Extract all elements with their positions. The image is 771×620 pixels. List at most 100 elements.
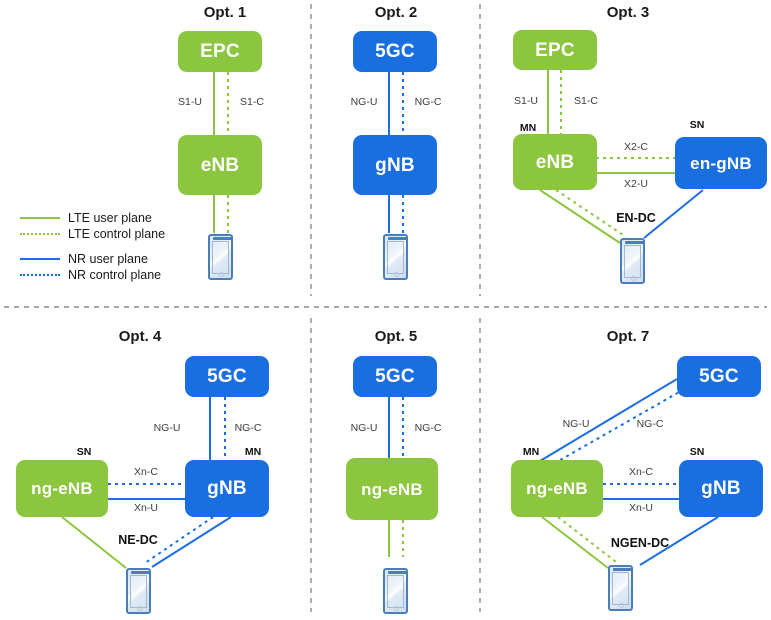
ue-device-opt5[interactable] — [383, 568, 408, 614]
interface-label-ngc-opt4: NG-C — [234, 422, 262, 434]
ue-device-opt2[interactable] — [383, 234, 408, 280]
ue-home-button-icon — [631, 276, 636, 281]
node-label: ng-eNB — [31, 479, 93, 498]
dc-label-ne-dc-opt4: NE-DC — [118, 533, 158, 547]
role-label-mn-opt3: MN — [519, 122, 537, 134]
node-en-gnb-opt3[interactable]: en-gNB — [675, 137, 767, 189]
role-label-sn-opt7: SN — [689, 446, 705, 458]
node-label: 5GC — [699, 366, 739, 387]
interface-label-s1u-opt3: S1-U — [514, 95, 538, 107]
node-label: eNB — [200, 154, 240, 176]
panel-title-opt4: Opt. 4 — [118, 328, 162, 345]
node-enb-opt3[interactable]: eNB — [513, 134, 597, 190]
ue-screen-icon — [612, 572, 629, 605]
interface-label-xnc-opt7: Xn-C — [629, 466, 653, 478]
node-enb-opt1[interactable]: eNB — [178, 135, 262, 195]
link-ngenb-5gc-ngu — [534, 378, 678, 465]
link-ngenb-ue-control — [557, 516, 617, 563]
link-gnb-ue-user — [639, 516, 719, 566]
interface-label-ngc-opt2: NG-C — [414, 96, 442, 108]
opt5-links — [388, 397, 404, 557]
opt7-links — [534, 378, 719, 569]
dc-label-en-dc-opt3: EN-DC — [616, 211, 656, 225]
interface-label-s1c-opt1: S1-C — [240, 96, 264, 108]
ue-speaker-icon — [131, 571, 149, 574]
interface-label-ngu-opt7: NG-U — [562, 418, 590, 430]
node-ng-enb-opt7[interactable]: ng-eNB — [511, 460, 603, 517]
panel-title-opt2: Opt. 2 — [374, 4, 418, 21]
node-label: gNB — [207, 478, 247, 499]
panel-title-opt3: Opt. 3 — [606, 4, 650, 21]
legend-label: NR user plane — [68, 252, 148, 266]
ue-device-opt7[interactable] — [608, 565, 633, 611]
node-label: 5GC — [375, 366, 415, 387]
ue-home-button-icon — [219, 272, 224, 277]
node-epc-opt1[interactable]: EPC — [178, 31, 262, 72]
node-label: en-gNB — [690, 153, 752, 173]
link-enb-ue-user — [539, 189, 621, 244]
node-label: eNB — [535, 151, 575, 173]
interface-label-x2c-opt3: X2-C — [624, 141, 648, 153]
node-gnb-opt2[interactable]: gNB — [353, 135, 437, 195]
legend-spacer — [20, 242, 165, 251]
ue-device-opt1[interactable] — [208, 234, 233, 280]
opt4-links — [61, 397, 232, 569]
panel-title-opt5: Opt. 5 — [374, 328, 418, 345]
link-ngenb-5gc-ngc — [547, 390, 682, 468]
node-label: EPC — [200, 41, 240, 62]
opt1-links — [213, 72, 229, 233]
ue-home-button-icon — [394, 272, 399, 277]
ue-device-opt3[interactable] — [620, 238, 645, 284]
ue-speaker-icon — [625, 241, 643, 244]
node-gnb-opt4[interactable]: gNB — [185, 460, 269, 517]
node-label: gNB — [701, 478, 741, 499]
interface-label-ngu-opt2: NG-U — [350, 96, 378, 108]
ue-speaker-icon — [388, 571, 406, 574]
legend-item-lte-control: LTE control plane — [20, 226, 165, 242]
ue-speaker-icon — [388, 237, 406, 240]
legend-item-nr-control: NR control plane — [20, 267, 165, 283]
ue-screen-icon — [624, 245, 641, 278]
node-label: gNB — [375, 154, 415, 176]
node-label: 5GC — [375, 41, 415, 62]
link-engnb-ue-user — [643, 189, 704, 239]
interface-label-xnu-opt7: Xn-U — [629, 502, 653, 514]
legend-label: LTE user plane — [68, 211, 152, 225]
role-label-mn-opt7: MN — [522, 446, 540, 458]
interface-label-ngc-opt5: NG-C — [414, 422, 442, 434]
panel-title-opt7: Opt. 7 — [606, 328, 650, 345]
line-solid-blue-icon — [20, 258, 60, 260]
panel-dividers — [4, 4, 767, 612]
link-gnb-ue-user — [151, 516, 232, 568]
ue-screen-icon — [387, 575, 404, 608]
node-label: ng-eNB — [361, 479, 423, 499]
node-label: 5GC — [207, 366, 247, 387]
node-5gc-opt4[interactable]: 5GC — [185, 356, 269, 397]
legend-label: LTE control plane — [68, 227, 166, 241]
node-ng-enb-opt5[interactable]: ng-eNB — [346, 458, 438, 520]
link-ngenb-ue-user — [541, 516, 609, 569]
node-label: ng-eNB — [526, 479, 588, 498]
node-ng-enb-opt4[interactable]: ng-eNB — [16, 460, 108, 517]
ue-device-opt4[interactable] — [126, 568, 151, 614]
ue-home-button-icon — [137, 606, 142, 611]
node-label: EPC — [535, 39, 575, 61]
panel-title-opt1: Opt. 1 — [203, 4, 247, 21]
ue-screen-icon — [212, 241, 229, 274]
interface-label-xnc-opt4: Xn-C — [134, 466, 158, 478]
ue-home-button-icon — [394, 606, 399, 611]
legend-label: NR control plane — [68, 268, 162, 282]
node-5gc-opt2[interactable]: 5GC — [353, 31, 437, 72]
line-solid-green-icon — [20, 217, 60, 219]
link-enb-ue-control — [555, 189, 627, 238]
node-gnb-opt7[interactable]: gNB — [679, 460, 763, 517]
node-epc-opt3[interactable]: EPC — [513, 30, 597, 70]
interface-label-s1u-opt1: S1-U — [178, 96, 202, 108]
node-5gc-opt7[interactable]: 5GC — [677, 356, 761, 397]
opt2-links — [388, 72, 404, 233]
interface-label-ngu-opt5: NG-U — [350, 422, 378, 434]
node-5gc-opt5[interactable]: 5GC — [353, 356, 437, 397]
ue-speaker-icon — [613, 568, 631, 571]
